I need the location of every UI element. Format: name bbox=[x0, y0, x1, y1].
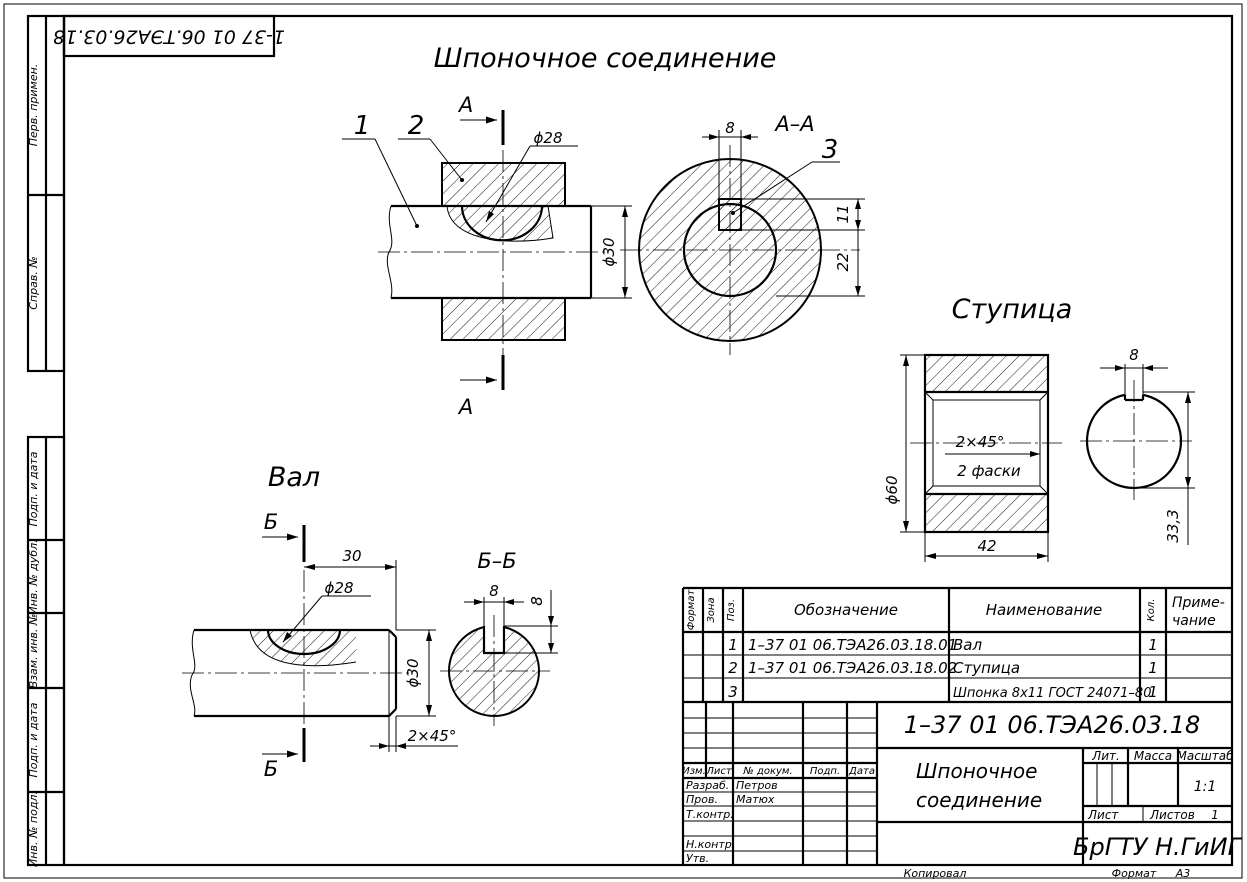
tb-lit-label: Лит. bbox=[1091, 749, 1120, 763]
hub-view: ϕ60 42 2×45° 2 фаски 8 33,3 bbox=[883, 346, 1195, 562]
footer-copied: Копировал bbox=[904, 867, 967, 880]
shaft-d28-dim: ϕ28 bbox=[325, 579, 354, 597]
spec-header-note-1: Приме- bbox=[1172, 595, 1225, 611]
hub-title: Ступица bbox=[952, 294, 1073, 325]
drawing-text: 1-37 01 06.ТЭА26.03.18 bbox=[53, 26, 285, 48]
section-aa-label: А–А bbox=[773, 112, 814, 136]
tb-col-sign: Подп. bbox=[810, 766, 840, 777]
spec-row-1-name: Вал bbox=[953, 636, 982, 654]
spec-header-note-2: чание bbox=[1172, 613, 1216, 629]
left-side-strip: Перв. примен. Справ. № Подп. и дата Инв.… bbox=[26, 14, 66, 867]
asm-d30-dim: ϕ30 bbox=[600, 238, 618, 267]
spec-header-format: Формат bbox=[686, 589, 697, 631]
spec-row-3-pos: 3 bbox=[728, 683, 738, 701]
spec-header-qty: Кол. bbox=[1146, 599, 1157, 622]
spec-row-1-pos: 1 bbox=[728, 636, 738, 654]
hub-slot-8-dim: 8 bbox=[1129, 346, 1139, 364]
section-bb-label: Б–Б bbox=[477, 549, 516, 573]
spec-row-1-designation: 1–37 01 06.ТЭА26.03.18.01 bbox=[748, 636, 957, 654]
rotated-code-stamp: 1-37 01 06.ТЭА26.03.18 bbox=[53, 14, 285, 58]
footer-format-value: А3 bbox=[1175, 867, 1191, 880]
hub-42-dim: 42 bbox=[977, 537, 996, 555]
tb-person-matyukh: Матюх bbox=[736, 793, 775, 806]
callout-3: 3 bbox=[822, 135, 839, 165]
asm-d28-dim: ϕ28 bbox=[534, 129, 563, 147]
tb-person-petrov: Петров bbox=[736, 779, 778, 792]
spec-row-2-pos: 2 bbox=[728, 659, 738, 677]
spec-row-3-qty: 1 bbox=[1148, 683, 1158, 701]
title-block: Изм. Лист № докум. Подп. Дата Разраб. Пр… bbox=[682, 702, 1243, 865]
hub-chamfer-note: 2 фаски bbox=[957, 462, 1021, 480]
tb-sheets-value: 1 bbox=[1211, 808, 1219, 822]
section-bb-view: Б–Б 8 8 bbox=[440, 549, 558, 726]
shaft-d30-dim: ϕ30 bbox=[404, 659, 422, 688]
tb-role-utv: Утв. bbox=[686, 852, 709, 865]
tb-mass-label: Масса bbox=[1134, 749, 1172, 763]
hub-33-3-dim: 33,3 bbox=[1164, 509, 1182, 542]
strip-label-podp2: Подп. и дата bbox=[27, 702, 40, 777]
assembly-title: Шпоночное соединение bbox=[434, 43, 777, 74]
callout-1: 1 bbox=[354, 111, 371, 141]
tb-col-list: Лист bbox=[705, 766, 733, 777]
aa-11-dim: 11 bbox=[834, 204, 852, 223]
tb-role-razrab: Разраб. bbox=[686, 779, 729, 792]
spec-row-2-name: Ступица bbox=[953, 659, 1020, 677]
tb-role-nkontr: Н.контр. bbox=[686, 838, 735, 851]
spec-row-3-name: Шпонка 8х11 ГОСТ 24071–80 bbox=[953, 686, 1151, 701]
section-a-top-label: А bbox=[457, 93, 473, 117]
spec-header-zone: Зона bbox=[706, 597, 717, 622]
strip-label-podp1: Подп. и дата bbox=[27, 451, 40, 526]
strip-label-perv: Перв. примен. bbox=[27, 64, 40, 147]
spec-row-2-designation: 1–37 01 06.ТЭА26.03.18.02 bbox=[748, 659, 957, 677]
hub-chamfer-dim: 2×45° bbox=[956, 433, 1005, 451]
tb-name-line-2: соединение bbox=[916, 788, 1042, 812]
tb-role-prov: Пров. bbox=[686, 793, 718, 806]
strip-label-sprav: Справ. № bbox=[27, 256, 40, 310]
tb-col-date: Дата bbox=[848, 766, 875, 777]
tb-sheets-label: Листов bbox=[1149, 808, 1195, 822]
section-aa-view: 8 А–А 3 11 22 bbox=[620, 112, 865, 355]
strip-label-podl: Инв. № подл. bbox=[27, 791, 40, 867]
bb-width-8-dim: 8 bbox=[489, 582, 499, 600]
tb-col-doc-no: № докум. bbox=[742, 766, 792, 777]
shaft-view: Б Б 30 ϕ28 ϕ30 2×45° bbox=[182, 510, 458, 781]
tb-sheet-label: Лист bbox=[1087, 808, 1119, 822]
assembly-front-view: А А ϕ28 ϕ30 1 2 bbox=[342, 93, 632, 419]
tb-scale-label: Масштаб bbox=[1176, 749, 1234, 763]
tb-organization: БрГТУ Н.ГиИГ bbox=[1073, 833, 1243, 861]
tb-col-izm: Изм. bbox=[682, 766, 706, 777]
spec-row-1-qty: 1 bbox=[1148, 636, 1158, 654]
section-b-top-label: Б bbox=[264, 510, 278, 534]
hub-d60-dim: ϕ60 bbox=[883, 476, 901, 505]
tb-role-tkontr: Т.контр. bbox=[686, 808, 734, 821]
section-b-bottom-label: Б bbox=[264, 757, 278, 781]
spec-header-name: Наименование bbox=[986, 601, 1103, 619]
tb-doc-code: 1–37 01 06.ТЭА26.03.18 bbox=[904, 711, 1200, 739]
callout-2: 2 bbox=[408, 111, 425, 141]
strip-label-vzam: Взам. инв. № bbox=[27, 614, 40, 689]
spec-table: Формат Зона Поз. Обозначение Наименовани… bbox=[681, 586, 1232, 865]
spec-header-pos: Поз. bbox=[726, 599, 737, 621]
shaft-30-dim: 30 bbox=[342, 547, 361, 565]
shaft-chamfer-dim: 2×45° bbox=[408, 727, 457, 745]
shaft-title: Вал bbox=[268, 462, 320, 493]
tb-scale-value: 1:1 bbox=[1194, 779, 1217, 795]
spec-header-designation: Обозначение bbox=[794, 601, 898, 619]
section-a-bottom-label: А bbox=[457, 395, 473, 419]
strip-label-dubl: Инв. № дубл. bbox=[27, 539, 40, 614]
aa-key-width-dim: 8 bbox=[725, 119, 735, 137]
tb-name-line-1: Шпоночное bbox=[916, 759, 1037, 783]
bb-depth-8-dim: 8 bbox=[528, 596, 546, 606]
aa-22-dim: 22 bbox=[834, 252, 852, 271]
footer-format-label: Формат bbox=[1112, 867, 1157, 880]
outer-trim-frame bbox=[3, 3, 1243, 879]
spec-row-2-qty: 1 bbox=[1148, 659, 1158, 677]
